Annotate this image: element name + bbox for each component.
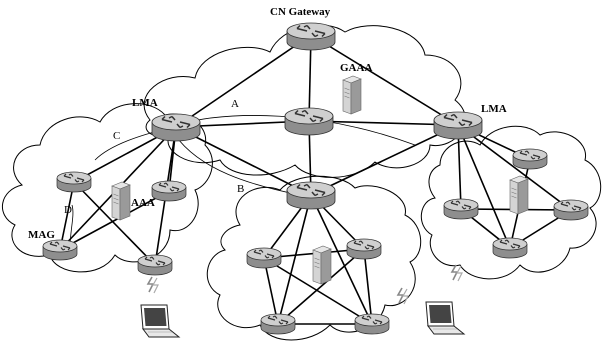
- link-bottom-r4-bottom-r2: [363, 248, 373, 325]
- gaaa-server-icon: [342, 75, 362, 115]
- link-b-label: B: [237, 183, 244, 195]
- right-r2-router-icon: [443, 198, 479, 220]
- aaa-label: AAA: [131, 197, 155, 209]
- bottom-cloud: [206, 175, 422, 341]
- left-cloud: [1, 103, 213, 273]
- right-r4-router-icon: [492, 237, 528, 259]
- right-r3-router-icon: [553, 199, 589, 221]
- link-mid-router-bottom-r4: [310, 194, 373, 325]
- wireless-right-icon: [451, 264, 463, 282]
- bottom-r4-router-icon: [354, 313, 390, 335]
- link-bottom-r3-bottom-r1: [263, 257, 279, 325]
- link-d-label: D: [64, 204, 72, 216]
- link-bottom-r2-bottom-r3: [277, 248, 365, 325]
- link-mid-router-lma-right: [310, 124, 459, 196]
- lma-right-label: LMA: [481, 103, 507, 115]
- core-router-icon: [284, 107, 334, 136]
- link-left-r1-left-mag: [59, 181, 75, 251]
- link-lma-right-right-r4: [457, 124, 511, 249]
- left-r1-router-icon: [56, 171, 92, 193]
- wireless-left-icon: [147, 276, 159, 294]
- laptop-left-icon: [140, 304, 180, 338]
- link-lma-left-mid-router: [175, 126, 312, 196]
- lma-right-router-icon: [433, 111, 483, 140]
- bottom-r2-router-icon: [346, 238, 382, 260]
- bottom-r3-router-icon: [260, 313, 296, 335]
- right-r1-router-icon: [512, 148, 548, 170]
- lma-left-router-icon: [151, 113, 201, 142]
- bottom-server-icon: [312, 245, 332, 285]
- left-mag-router-icon: [42, 239, 78, 261]
- link-cn-gateway-lma-right: [310, 34, 459, 126]
- link-cn-gateway-lma-left: [175, 34, 312, 128]
- cn-gateway-label: CN Gateway: [270, 6, 331, 18]
- link-mid-router-bottom-r3: [277, 194, 312, 325]
- right-cloud: [421, 125, 602, 280]
- bottom-r1-router-icon: [246, 247, 282, 269]
- left-r2-router-icon: [151, 180, 187, 202]
- link-b-arc: [174, 134, 301, 196]
- aaa-server-icon: [111, 181, 131, 221]
- link-left-r1-left-r4: [73, 181, 156, 266]
- link-bottom-r1-bottom-r4: [263, 257, 373, 325]
- link-core-router-lma-right: [308, 120, 459, 126]
- cn-gateway-router-icon: [286, 22, 336, 51]
- left-r4-router-icon: [137, 254, 173, 276]
- link-left-mag-left-r2: [59, 190, 170, 251]
- gaaa-label: GAAA: [340, 62, 372, 74]
- link-c-label: C: [113, 130, 120, 142]
- mid-router-icon: [286, 181, 336, 210]
- right-server-icon: [509, 175, 529, 215]
- mag-label: MAG: [28, 229, 55, 241]
- link-lma-right-right-r3: [457, 124, 572, 211]
- lma-left-label: LMA: [132, 97, 158, 109]
- link-a-label: A: [231, 98, 239, 110]
- laptop-right-icon: [425, 301, 465, 335]
